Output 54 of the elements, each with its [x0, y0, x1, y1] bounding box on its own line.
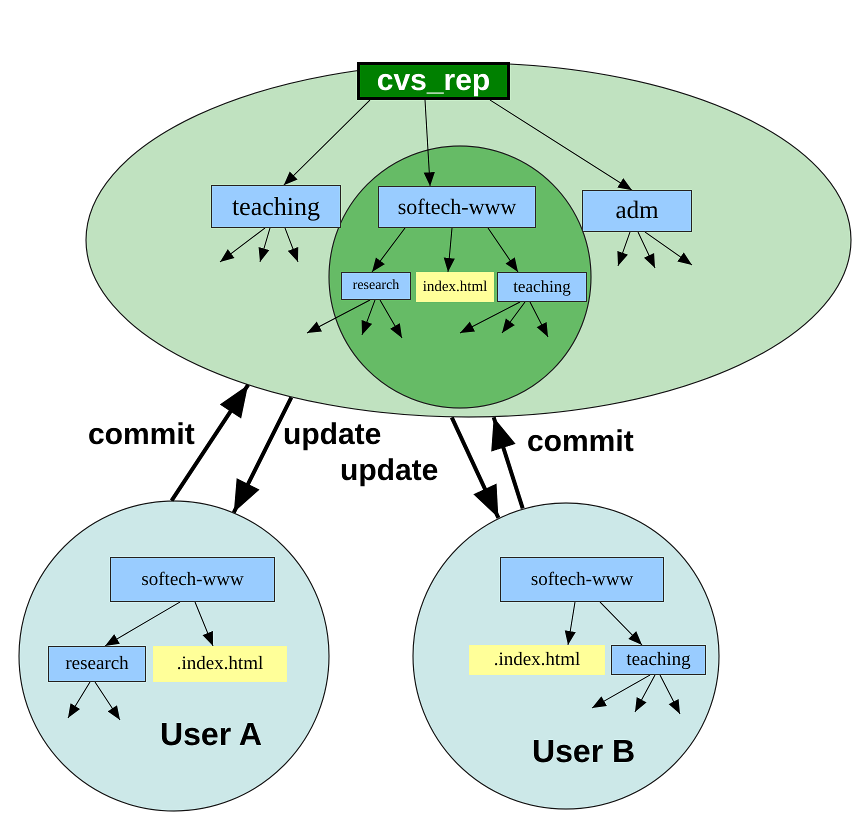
arrow: [220, 228, 266, 262]
file-box: .index.html: [153, 646, 287, 682]
arrow: [444, 228, 455, 272]
arrow: [94, 682, 120, 720]
arrow: [564, 602, 576, 646]
arrow: [660, 674, 680, 714]
arrow: [592, 674, 650, 708]
arrow: [372, 228, 406, 272]
arrow: [283, 100, 370, 186]
arrow: [104, 602, 180, 646]
directory-box: teaching: [611, 645, 706, 675]
arrow: [600, 602, 642, 646]
user-label: User B: [532, 735, 636, 767]
arrow: [362, 300, 376, 336]
directory-box: adm: [582, 190, 692, 232]
user-label: User A: [160, 718, 262, 750]
repository-box: cvs_rep: [357, 62, 510, 100]
arrow: [638, 232, 656, 268]
arrow: [617, 232, 630, 266]
arrow: [424, 100, 435, 187]
arrow: [488, 228, 518, 272]
arrow: [194, 602, 214, 646]
directory-box: research: [48, 646, 146, 682]
arrow: [232, 396, 294, 514]
repository-ellipse: [85, 62, 852, 418]
arrow: [460, 302, 520, 334]
directory-box: research: [341, 272, 411, 300]
arrow: [634, 674, 656, 712]
arrow: [450, 416, 500, 519]
directory-box: softech-www: [378, 186, 536, 228]
edge-label: update: [283, 420, 382, 450]
directory-box: softech-www: [500, 557, 664, 602]
arrow: [68, 682, 90, 718]
file-box: .index.html: [469, 645, 605, 675]
arrow: [170, 384, 250, 502]
workspace-circle: [412, 502, 720, 810]
arrow: [644, 232, 692, 266]
arrow: [502, 302, 526, 334]
directory-box: teaching: [211, 185, 341, 228]
edge-label: commit: [527, 427, 634, 457]
arrow: [380, 300, 402, 338]
directory-box: teaching: [497, 272, 587, 302]
arrow: [306, 300, 370, 334]
edge-label: commit: [88, 420, 195, 450]
arrow: [490, 100, 633, 191]
arrow: [284, 228, 298, 262]
workspace-circle: [18, 500, 330, 812]
arrow: [530, 302, 548, 338]
arrow: [258, 228, 270, 262]
arrow: [491, 416, 525, 509]
directory-box: softech-www: [110, 557, 275, 602]
edge-label: update: [340, 456, 438, 486]
module-circle: [328, 145, 592, 409]
file-box: index.html: [416, 272, 494, 302]
